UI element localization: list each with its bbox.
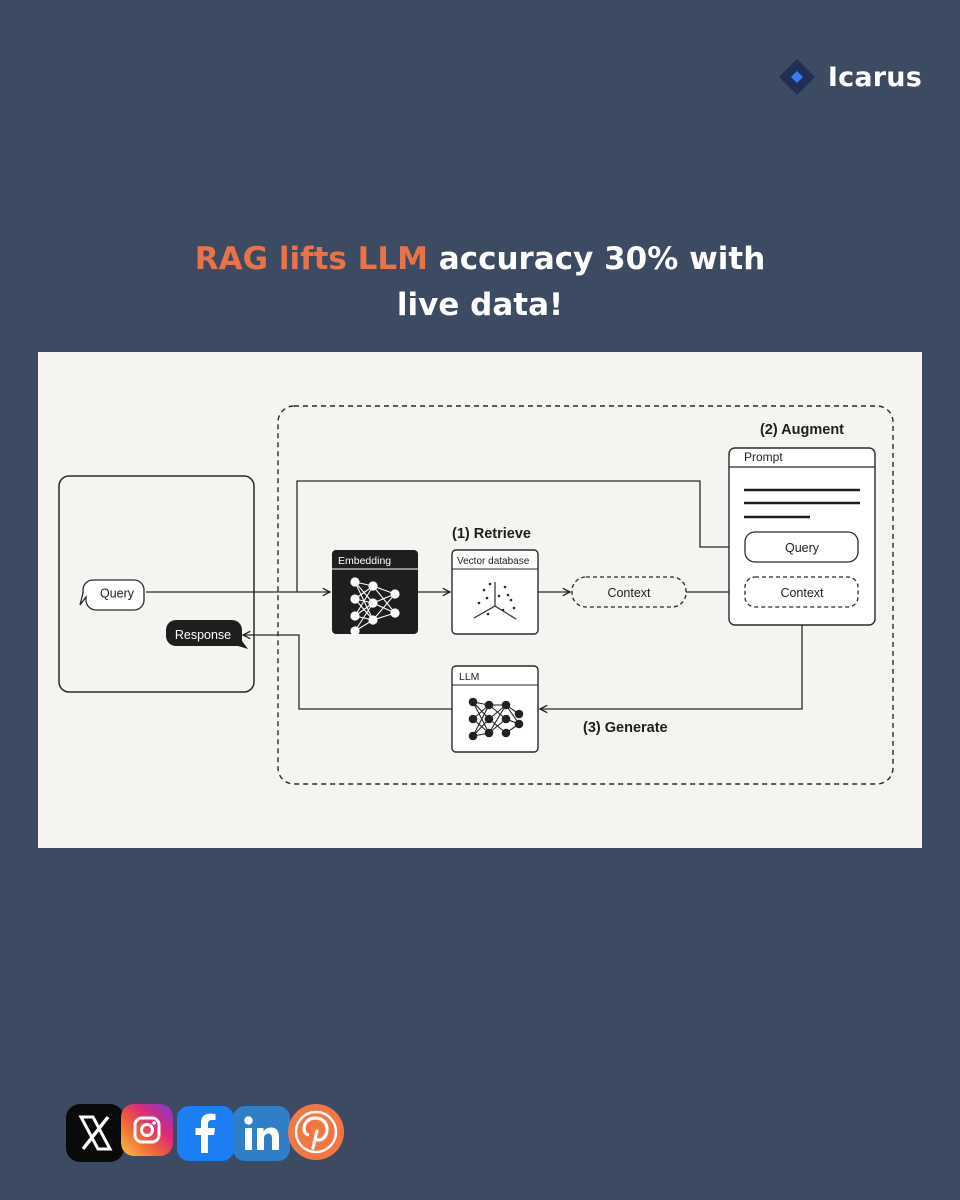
brand: Icarus <box>778 58 922 96</box>
pinterest-icon[interactable] <box>288 1104 344 1160</box>
headline-rest: accuracy 30% with <box>428 241 766 277</box>
prompt-query-label: Query <box>785 541 820 555</box>
generate-step-label: (3) Generate <box>583 720 668 736</box>
vector-database-label: Vector database <box>457 556 530 567</box>
headline-accent: RAG lifts LLM <box>194 241 428 277</box>
retrieved-context: Context <box>571 576 687 608</box>
rag-diagram: Query Response Embedding (1) Retrieve <box>38 352 922 848</box>
llm-block: LLM <box>451 665 539 753</box>
prompt-label: Prompt <box>744 450 783 464</box>
headline-line-2: live data! <box>396 287 564 323</box>
headline-line-1: RAG lifts LLM accuracy 30% with <box>0 236 960 282</box>
diamond-logo-icon <box>778 59 815 95</box>
user-box <box>58 475 255 693</box>
retrieve-step-label: (1) Retrieve <box>452 526 531 542</box>
instagram-icon[interactable] <box>121 1104 173 1156</box>
x-icon[interactable] <box>66 1104 124 1162</box>
linkedin-icon[interactable] <box>233 1106 290 1161</box>
rag-system-boundary <box>277 405 894 785</box>
response-bubble-label: Response <box>175 628 231 642</box>
retrieved-context-label: Context <box>607 586 651 600</box>
headline: RAG lifts LLM accuracy 30% with live dat… <box>0 236 960 328</box>
query-bubble-label: Query <box>100 587 135 601</box>
embedding-block: Embedding <box>332 550 418 637</box>
facebook-icon[interactable] <box>177 1106 234 1161</box>
query-bubble: Query <box>79 579 145 611</box>
prompt-box: Prompt Query Context <box>728 447 876 626</box>
embedding-label: Embedding <box>338 555 391 567</box>
brand-name: Icarus <box>827 61 922 93</box>
llm-label: LLM <box>459 671 479 683</box>
vector-database: Vector database <box>451 549 539 635</box>
prompt-context-label: Context <box>780 586 824 600</box>
augment-step-label: (2) Augment <box>760 422 844 438</box>
response-bubble: Response <box>166 620 248 649</box>
